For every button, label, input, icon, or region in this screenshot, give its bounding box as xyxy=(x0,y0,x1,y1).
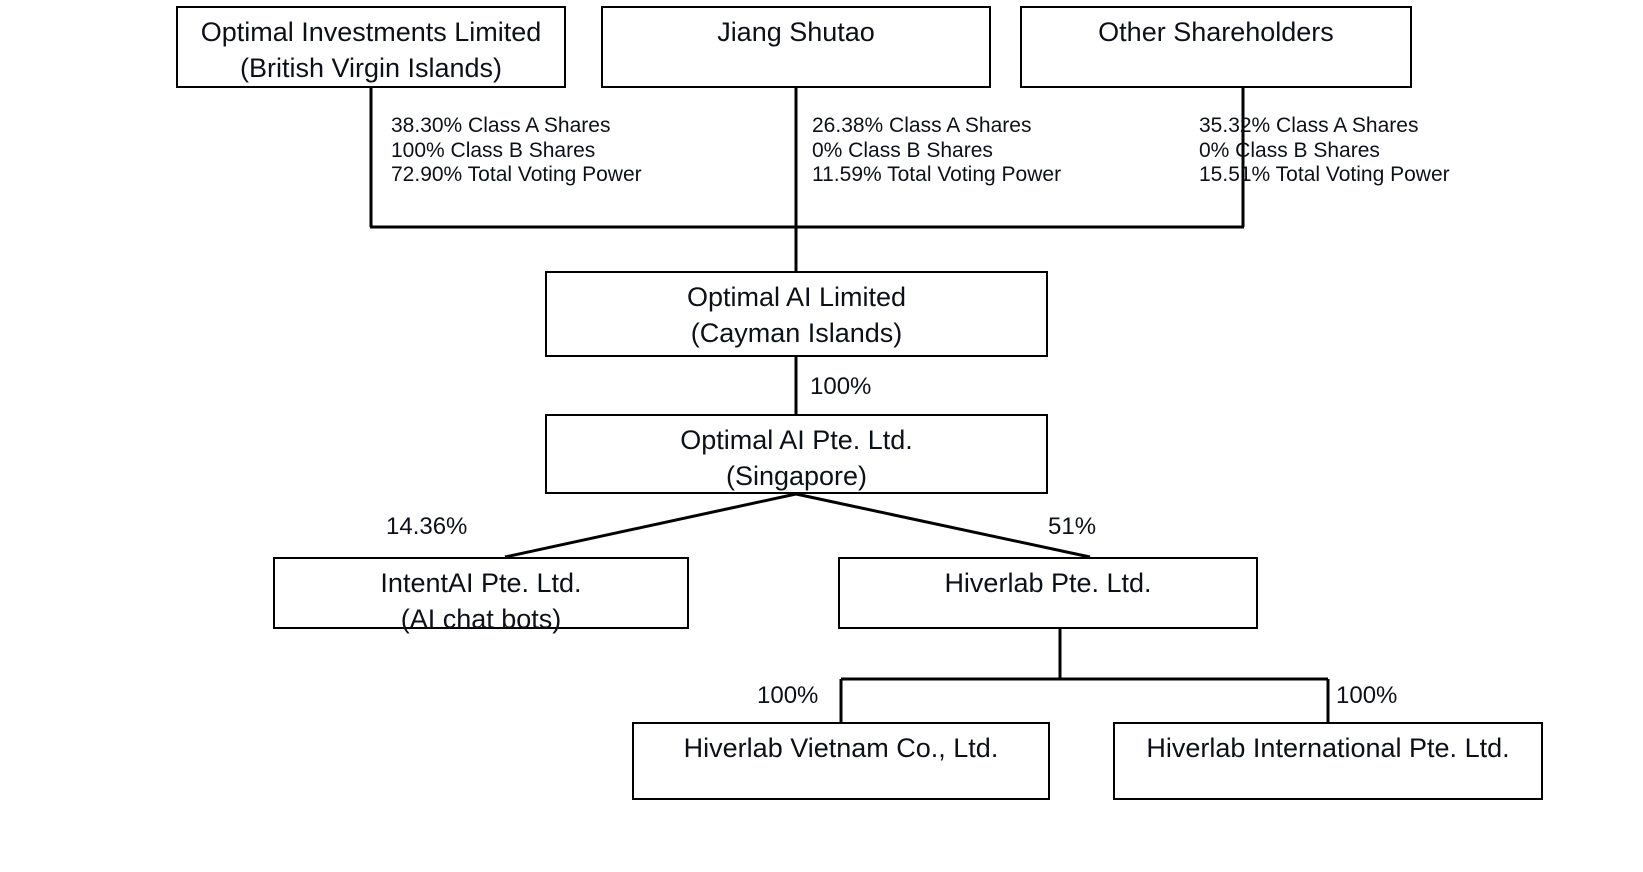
edge-label-hiverlab-to-vietnam: 100% xyxy=(757,682,819,709)
node-hiverlab-vietnam-line1: Hiverlab Vietnam Co., Ltd. xyxy=(683,733,999,763)
node-hiverlab-vietnam[interactable]: Hiverlab Vietnam Co., Ltd. xyxy=(632,722,1050,800)
shareholding-other-shareholders-voting: 15.51% Total Voting Power xyxy=(1199,163,1450,186)
node-hiverlab-international-line1: Hiverlab International Pte. Ltd. xyxy=(1146,733,1510,763)
node-optimal-ai-pte-ltd[interactable]: Optimal AI Pte. Ltd. (Singapore) xyxy=(545,414,1048,494)
node-optimal-ai-limited[interactable]: Optimal AI Limited (Cayman Islands) xyxy=(545,271,1048,357)
node-hiverlab-line1: Hiverlab Pte. Ltd. xyxy=(944,568,1152,598)
node-optimal-investments-line1: Optimal Investments Limited xyxy=(200,17,542,47)
node-intentai-line2: (AI chat bots) xyxy=(400,604,562,634)
node-other-shareholders[interactable]: Other Shareholders xyxy=(1020,6,1412,88)
shareholding-optimal-investments-class-a: 38.30% Class A Shares xyxy=(391,114,611,137)
shareholding-other-shareholders: 35.32% Class A Shares 0% Class B Shares … xyxy=(1199,114,1450,188)
shareholding-other-shareholders-class-a: 35.32% Class A Shares xyxy=(1199,114,1419,137)
node-jiang-shutao-line1: Jiang Shutao xyxy=(717,17,875,47)
node-optimal-ai-pte-line2: (Singapore) xyxy=(725,461,868,491)
node-hiverlab-international[interactable]: Hiverlab International Pte. Ltd. xyxy=(1113,722,1543,800)
node-intentai-line1: IntentAI Pte. Ltd. xyxy=(380,568,582,598)
node-intentai-pte-ltd[interactable]: IntentAI Pte. Ltd. (AI chat bots) xyxy=(273,557,689,634)
node-optimal-ai-pte-line1: Optimal AI Pte. Ltd. xyxy=(680,425,913,455)
shareholding-jiang-shutao-class-a: 26.38% Class A Shares xyxy=(812,114,1032,137)
node-hiverlab-pte-ltd[interactable]: Hiverlab Pte. Ltd. xyxy=(838,557,1258,629)
shareholding-jiang-shutao-voting: 11.59% Total Voting Power xyxy=(812,163,1062,186)
shareholding-jiang-shutao-class-b: 0% Class B Shares xyxy=(812,138,993,162)
line-pte-to-intentai xyxy=(504,492,797,559)
edge-label-limited-to-pte: 100% xyxy=(810,373,872,400)
shareholding-other-shareholders-class-b: 0% Class B Shares xyxy=(1199,138,1380,162)
node-other-shareholders-line1: Other Shareholders xyxy=(1098,17,1334,47)
node-optimal-ai-limited-line2: (Cayman Islands) xyxy=(690,318,903,348)
node-optimal-investments-limited[interactable]: Optimal Investments Limited (British Vir… xyxy=(176,6,566,88)
line-pte-to-hiverlab xyxy=(795,492,1091,559)
node-optimal-investments-line2: (British Virgin Islands) xyxy=(239,53,503,83)
shareholding-jiang-shutao: 26.38% Class A Shares 0% Class B Shares … xyxy=(812,114,1061,188)
shareholding-optimal-investments: 38.30% Class A Shares 100% Class B Share… xyxy=(391,114,642,188)
shareholding-optimal-investments-class-b: 100% Class B Shares xyxy=(391,138,596,162)
node-jiang-shutao[interactable]: Jiang Shutao xyxy=(601,6,991,88)
edge-label-pte-to-intentai: 14.36% xyxy=(386,513,468,540)
edge-label-pte-to-hiverlab: 51% xyxy=(1048,513,1097,540)
node-optimal-ai-limited-line1: Optimal AI Limited xyxy=(686,282,907,312)
shareholding-optimal-investments-voting: 72.90% Total Voting Power xyxy=(391,163,642,186)
edge-label-hiverlab-to-international: 100% xyxy=(1336,682,1398,709)
